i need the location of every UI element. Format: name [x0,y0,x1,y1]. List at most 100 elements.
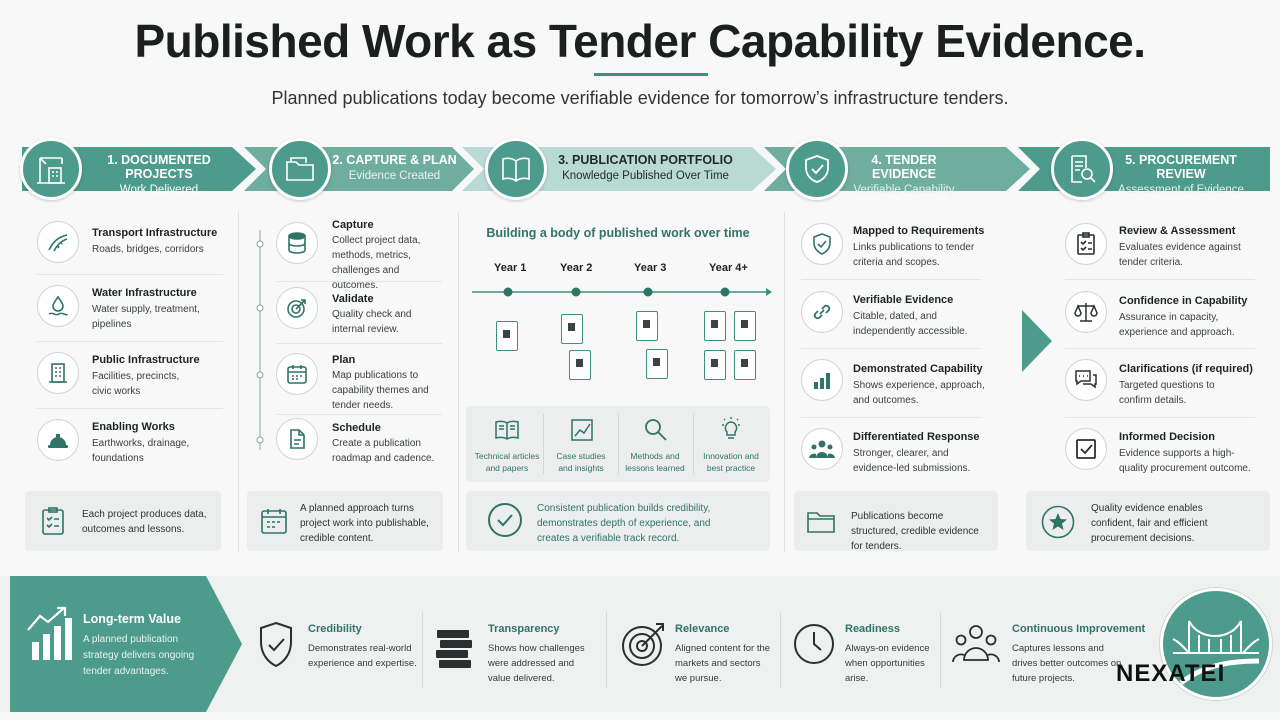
open-book-icon [502,157,530,182]
item-title: Capture [332,219,374,231]
item-desc: Water supply, treatment, pipelines [92,304,200,330]
clipboard-icon [42,507,64,535]
item-title: Demonstrated Capability [853,363,983,375]
item-title: Review & Assessment [1119,225,1236,237]
item-title: Verifiable Evidence [853,294,954,306]
shield-check-icon [805,155,829,183]
item-desc: Shows experience, approach, and outcomes… [853,380,985,406]
col3-footer [466,491,770,551]
document-magnifier-icon [1071,155,1096,183]
bar-chart-icon [801,359,843,401]
item-desc: Assurance in capacity, experience and ap… [1119,312,1235,338]
title-underline [594,73,708,76]
folder-icon [807,512,835,533]
target-icon [276,287,318,329]
year-label: Year 3 [634,262,667,274]
value-title: Relevance [675,623,730,635]
item-desc: Quality check and internal review. [332,309,412,335]
timeline-line [256,230,264,450]
separator [801,348,981,349]
value-title: Readiness [845,623,901,635]
separator [1065,417,1255,418]
publication-doc-icon [569,350,591,380]
separator [780,612,781,688]
long-term-value-panel [10,576,242,712]
long-term-value-title: Long-term Value [83,612,181,626]
separator [422,612,423,688]
type-label: Case studies and insights [556,451,606,473]
water-drop-icon [37,285,79,327]
scales-icon [1065,291,1107,333]
folder-icon [286,157,314,181]
separator [276,414,442,415]
checkbox-icon [1065,428,1107,470]
value-title: Credibility [308,623,362,635]
publication-doc-icon [734,350,756,380]
publication-doc-icon [646,349,668,379]
long-term-value-desc: A planned publication strategy delivers … [83,634,195,677]
stage-1-icon-circle [20,138,82,200]
item-desc: Roads, bridges, corridors [92,244,204,255]
column-divider [238,212,239,552]
group-icon [952,625,1000,663]
item-title: Differentiated Response [853,431,980,443]
document-icon [276,418,318,460]
column-divider [784,212,785,552]
publication-doc-icon [561,314,583,344]
value-desc: Aligned content for the markets and sect… [675,643,771,684]
separator [1065,279,1255,280]
column-divider [458,212,459,552]
star-badge-icon [1041,505,1075,539]
separator [276,281,442,282]
building-icon [37,352,79,394]
value-desc: Demonstrates real-world experience and e… [308,643,417,669]
separator [1065,348,1255,349]
separator [606,612,607,688]
separator [276,343,442,344]
magnifier-icon [645,419,667,441]
portfolio-heading: Building a body of published work over t… [486,226,750,240]
lightbulb-icon [722,417,740,439]
logo-badge [1160,588,1272,700]
item-title: Mapped to Requirements [853,225,985,237]
calendar-icon [276,353,318,395]
shield-check-icon [801,223,843,265]
item-desc: Create a publication roadmap and cadence… [332,438,435,464]
value-title: Continuous Improvement [1012,623,1146,635]
separator [940,612,941,688]
item-desc: Evidence supports a high-quality procure… [1119,448,1251,474]
col4-footer-text: Publications become structured, credible… [851,511,979,552]
separator [693,414,694,474]
year-label: Year 1 [494,262,527,274]
crane-building-icon [37,157,65,184]
item-title: Clarifications (if required) [1119,363,1253,375]
value-desc: Always-on evidence when opportunities ar… [845,643,930,684]
publication-doc-icon [704,311,726,341]
stage-2-icon-circle [269,138,331,200]
growth-chart-icon [27,606,72,660]
separator [618,414,619,474]
item-desc: Stronger, clearer, and evidence-led subm… [853,448,971,474]
database-icon [276,222,318,264]
col3-footer-text: Consistent publication builds credibilit… [537,503,711,544]
publication-doc-icon [636,311,658,341]
page-title: Published Work as Tender Capability Evid… [134,15,1146,67]
separator [801,279,981,280]
type-label: Methods and lessons learned [625,451,685,473]
check-circle-icon [488,503,522,537]
separator [37,408,223,409]
link-icon [801,291,843,333]
item-title: Enabling Works [92,421,175,433]
bridge-icon [1172,620,1260,685]
hard-hat-icon [37,419,79,461]
separator [37,274,223,275]
col5-footer-text: Quality evidence enables confident, fair… [1091,503,1208,544]
item-desc: Citable, dated, and independently access… [853,311,968,337]
target-arrow-icon [622,623,664,666]
publication-doc-icon [496,321,518,351]
item-title: Transport Infrastructure [92,227,218,239]
col2-footer [247,491,443,551]
logo-wordmark: NEXATEI [1116,660,1226,687]
item-desc: Targeted questions to confirm details. [1119,380,1215,406]
shield-check-icon [260,621,292,668]
